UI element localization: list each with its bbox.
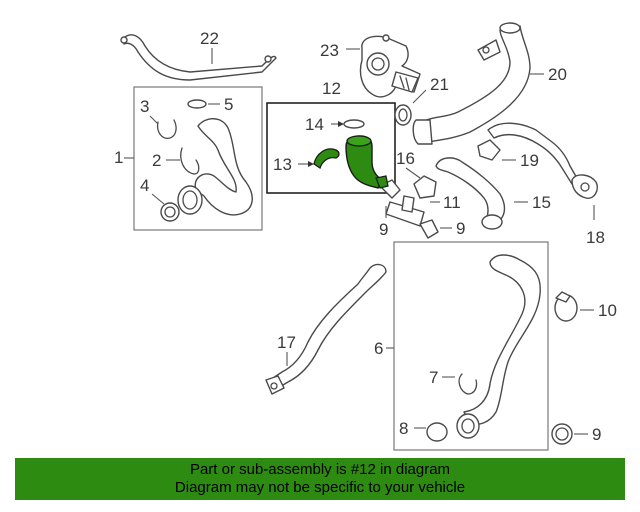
callout-9c: 9 <box>592 425 601 444</box>
callout-6: 6 <box>374 339 383 358</box>
callout-18: 18 <box>586 228 605 247</box>
callout-11: 11 <box>443 193 461 212</box>
callout-23: 23 <box>320 41 339 60</box>
callout-3: 3 <box>140 97 149 116</box>
part-9-clamp-b[interactable] <box>419 219 439 239</box>
part-12-hose-highlighted[interactable] <box>345 135 389 189</box>
part-22-bracket[interactable] <box>120 34 277 81</box>
callout-16: 16 <box>396 149 415 168</box>
callout-15: 15 <box>532 193 551 212</box>
part-10-clamp[interactable] <box>554 291 578 322</box>
notice-line-2: Diagram may not be specific to your vehi… <box>174 479 466 496</box>
callout-9b: 9 <box>456 219 465 238</box>
part-23-housing[interactable] <box>359 34 421 98</box>
part-3-clip[interactable] <box>156 119 177 139</box>
callout-14: 14 <box>305 115 324 134</box>
part-17-pipe[interactable] <box>265 263 387 395</box>
part-8-o-ring[interactable] <box>426 422 448 442</box>
callout-5: 5 <box>224 95 233 114</box>
callout-22: 22 <box>200 29 219 48</box>
part-14-o-ring[interactable] <box>343 119 365 129</box>
part-16-clamp[interactable] <box>413 175 437 199</box>
highlight-notice-banner: Part or sub-assembly is #12 in diagram D… <box>15 458 625 500</box>
part-7-clip[interactable] <box>458 373 478 395</box>
part-15-hose[interactable] <box>435 157 506 230</box>
part-11-connector[interactable] <box>385 195 425 227</box>
arrow-14 <box>338 121 344 127</box>
callout-21: 21 <box>430 75 449 94</box>
part-20-hose[interactable] <box>412 22 531 145</box>
callout-1: 1 <box>114 148 123 167</box>
callout-10: 10 <box>598 301 617 320</box>
callout-12: 12 <box>322 79 341 98</box>
part-4-o-ring[interactable] <box>160 202 180 222</box>
callout-20: 20 <box>548 65 567 84</box>
callout-7: 7 <box>429 368 438 387</box>
part-13-clip-highlighted[interactable] <box>313 148 340 170</box>
part-2-clip[interactable] <box>180 147 200 175</box>
part-21-o-ring[interactable] <box>394 104 412 126</box>
arrow-13 <box>308 161 314 167</box>
callout-19: 19 <box>520 151 539 170</box>
callout-4: 4 <box>140 176 149 195</box>
part-6-hose[interactable] <box>456 254 541 439</box>
callout-17: 17 <box>277 333 296 352</box>
part-5-o-ring[interactable] <box>187 99 207 109</box>
callout-2: 2 <box>152 151 161 170</box>
callout-8: 8 <box>399 419 408 438</box>
part-1-hose[interactable] <box>177 118 253 216</box>
callout-9a: 9 <box>379 220 388 239</box>
part-18-pipe[interactable] <box>487 122 598 199</box>
part-9-clamp-c[interactable] <box>551 423 573 445</box>
notice-line-1: Part or sub-assembly is #12 in diagram <box>189 461 451 478</box>
callout-13: 13 <box>273 155 292 174</box>
part-19-clip[interactable] <box>477 139 501 161</box>
